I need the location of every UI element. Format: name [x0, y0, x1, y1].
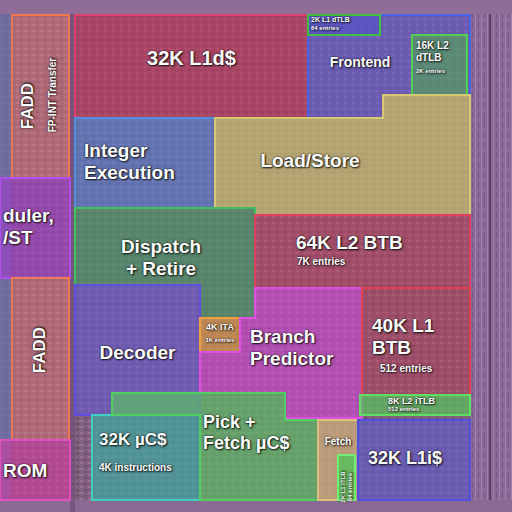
- die-edge: [470, 0, 512, 512]
- die-region: 32K µC$ 4K instructions: [92, 415, 200, 500]
- die-region: 4K ITA 1K entries: [200, 318, 240, 352]
- block-label: FADD: [30, 327, 50, 373]
- text-slot: 4K instructions: [99, 462, 199, 474]
- block-label: 32K µC$: [99, 430, 199, 450]
- block-detail: 1K entries: [202, 337, 238, 344]
- region-shape: [12, 278, 69, 440]
- block-label: Decoder: [80, 342, 195, 364]
- text-slot: 512 entries: [388, 406, 468, 413]
- text-slot: ROM: [3, 460, 68, 482]
- text-slot: 40K L1 BTB: [372, 315, 467, 359]
- text-slot: 16K L2 dTLB: [416, 40, 462, 63]
- region-shape: [200, 318, 240, 352]
- die-bottom: [0, 500, 512, 512]
- region-shape: [112, 393, 318, 500]
- text-slot: 2K L1 dTLB: [311, 16, 377, 24]
- block-label: 32K L1i$: [368, 448, 468, 469]
- block-detail: 64 entries: [347, 473, 354, 501]
- region-shape: [0, 440, 70, 500]
- block-label: 40K L1 BTB: [372, 315, 467, 359]
- text-slot: 32K L1d$: [75, 47, 308, 70]
- die-region: Integer Execution: [75, 118, 215, 208]
- text-slot: Frontend: [310, 54, 410, 70]
- region-shape: [308, 15, 380, 35]
- block-label: 2K L1 dTLB: [311, 16, 377, 24]
- text-slot: 512 entries: [380, 363, 465, 375]
- region-shape: [360, 395, 470, 415]
- die-top: [0, 0, 512, 14]
- block-label: ROM: [3, 460, 68, 482]
- block-detail: 7K entries: [297, 256, 417, 268]
- die-region: 32K L1i$: [358, 420, 470, 500]
- block-label: 16K L2 dTLB: [416, 40, 462, 63]
- die-trace: [489, 0, 491, 512]
- block-label: Pick + Fetch µC$: [203, 412, 303, 453]
- die-region: 2K L1 iTLB64 entries: [338, 455, 355, 500]
- die-region: 8K L2 iTLB512 entries: [360, 395, 470, 415]
- die-region: 64K L2 BTB 7K entries: [255, 215, 470, 288]
- block-label: 64K L2 BTB: [296, 232, 446, 254]
- block-label: Dispatch + Retire: [115, 236, 207, 280]
- die-region: duler, /ST: [0, 178, 70, 278]
- block-detail: 64 entries: [311, 25, 377, 32]
- text-slot: 8K L2 iTLB: [388, 396, 468, 406]
- block-label: Frontend: [310, 54, 410, 70]
- die-region: 40K L1 BTB 512 entries: [362, 288, 470, 395]
- region-shape: [362, 288, 470, 395]
- region-shape: [255, 215, 470, 288]
- block-label: Load/Store: [230, 150, 390, 172]
- block-label: 32K L1d$: [75, 47, 308, 70]
- region-shape: [75, 118, 215, 208]
- text-slot: 64K L2 BTB: [296, 232, 446, 254]
- block-label: 8K L2 iTLB: [388, 396, 468, 406]
- text-slot: Dispatch + Retire: [115, 236, 207, 280]
- block-label: 2K L1 iTLB: [340, 471, 347, 502]
- region-shape: [215, 95, 470, 215]
- die-region: 2K L1 dTLB64 entries: [308, 15, 380, 35]
- text-slot: Branch Predictor: [250, 326, 360, 370]
- block-detail: FP-INT Transfer: [47, 58, 59, 132]
- block-label: 4K ITA: [202, 322, 238, 332]
- region-shape: [0, 178, 70, 278]
- block-label: duler, /ST: [3, 205, 65, 249]
- text-slot: 2K entries: [416, 68, 464, 75]
- text-slot: 32K L1i$: [368, 448, 468, 469]
- text-slot: 64 entries: [311, 25, 377, 32]
- block-label: Integer Execution: [84, 140, 209, 184]
- block-label: Branch Predictor: [250, 326, 360, 370]
- die-region: 32K L1d$: [75, 15, 308, 118]
- region-shape: [75, 15, 308, 118]
- text-slot: Fetch: [320, 436, 356, 448]
- text-slot: 1K entries: [202, 337, 238, 344]
- text-slot: 7K entries: [297, 256, 417, 268]
- block-detail: 4K instructions: [99, 462, 199, 474]
- region-shape: [358, 420, 470, 500]
- block-detail: 512 entries: [388, 406, 468, 413]
- block-label: FADD: [18, 83, 38, 129]
- region-shape: [412, 35, 467, 95]
- region-shape: [92, 415, 200, 500]
- text-slot: duler, /ST: [3, 205, 65, 249]
- die-region: FADD FP-INT Transfer: [12, 15, 69, 178]
- text-slot: Load/Store: [230, 150, 390, 172]
- text-slot: 32K µC$: [99, 430, 199, 450]
- die-region: Load/Store: [215, 95, 470, 215]
- die-region: Fetch 2K L1 iTLB64 entries: [318, 420, 358, 500]
- text-slot: 4K ITA: [202, 322, 238, 332]
- die-region: FADD: [12, 278, 69, 440]
- text-slot: Integer Execution: [84, 140, 209, 184]
- die-region: ROM: [0, 440, 70, 500]
- text-slot: Decoder: [80, 342, 195, 364]
- die-region: 16K L2 dTLB 2K entries: [412, 35, 467, 95]
- region-shape: [12, 15, 69, 178]
- text-slot: Pick + Fetch µC$: [203, 412, 303, 453]
- region-outline: [92, 415, 200, 500]
- block-label: Fetch: [320, 436, 356, 448]
- block-detail: 2K entries: [416, 68, 464, 75]
- block-detail: 512 entries: [380, 363, 465, 375]
